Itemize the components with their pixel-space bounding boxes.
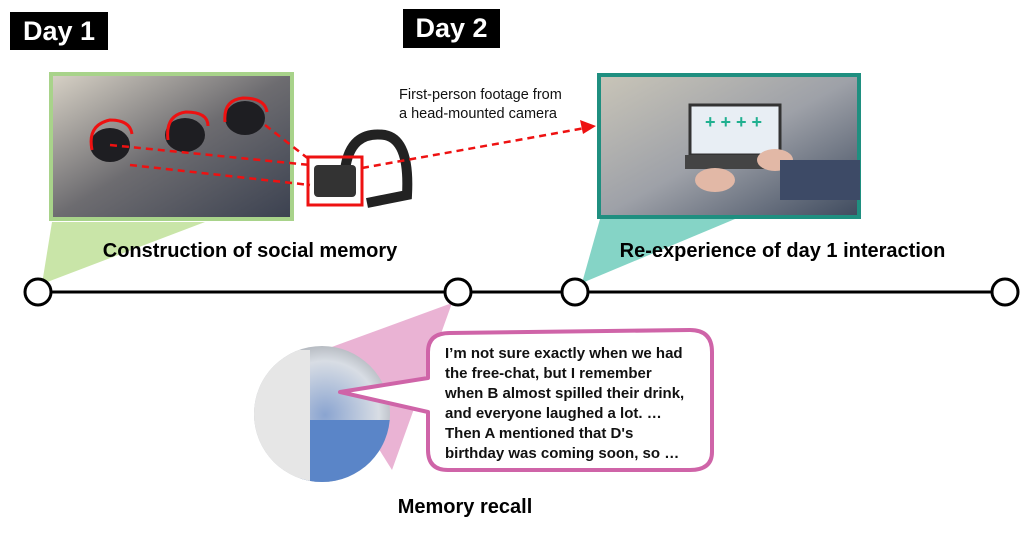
speech-line: Then A mentioned that D's bbox=[445, 425, 634, 442]
timeline-node-end bbox=[990, 277, 1020, 307]
social-interaction-photo bbox=[49, 72, 294, 221]
speech-line: birthday was coming soon, so … bbox=[445, 445, 680, 462]
timeline-node-start bbox=[23, 277, 53, 307]
annotation-line: First-person footage from bbox=[399, 87, 562, 103]
camera-annotation: First-person footage from a head-mounted… bbox=[399, 86, 562, 124]
timeline-node-day2 bbox=[560, 277, 590, 307]
speech-line: I’m not sure exactly when we had bbox=[445, 345, 683, 362]
caption-construction: Construction of social memory bbox=[102, 240, 398, 262]
caption-recall: Memory recall bbox=[397, 496, 533, 518]
head-mounted-camera-image bbox=[306, 129, 413, 208]
speech-bubble-shape bbox=[338, 328, 714, 472]
caption-reexperience: Re-experience of day 1 interaction bbox=[619, 240, 946, 262]
speech-line: the free-chat, but I remember bbox=[445, 365, 652, 382]
camera-connector-lines bbox=[109, 124, 586, 187]
speech-bubble-text: I’m not sure exactly when we had the fre… bbox=[445, 344, 684, 464]
day2-wedge bbox=[582, 219, 735, 283]
mri-scanner-photo bbox=[254, 346, 390, 482]
day1-label: Day 1 bbox=[10, 12, 108, 50]
reexperience-photo: + + + + bbox=[597, 73, 861, 219]
svg-text:+ + + +: + + + + bbox=[705, 112, 762, 132]
speech-line: when B almost spilled their drink, bbox=[445, 385, 685, 402]
speech-line: and everyone laughed a lot. … bbox=[445, 405, 662, 422]
arrow-head bbox=[580, 120, 596, 134]
timeline-node-recall bbox=[443, 277, 473, 307]
annotation-line: a head-mounted camera bbox=[399, 106, 557, 122]
day2-label: Day 2 bbox=[403, 9, 500, 48]
day1-wedge bbox=[42, 222, 205, 284]
